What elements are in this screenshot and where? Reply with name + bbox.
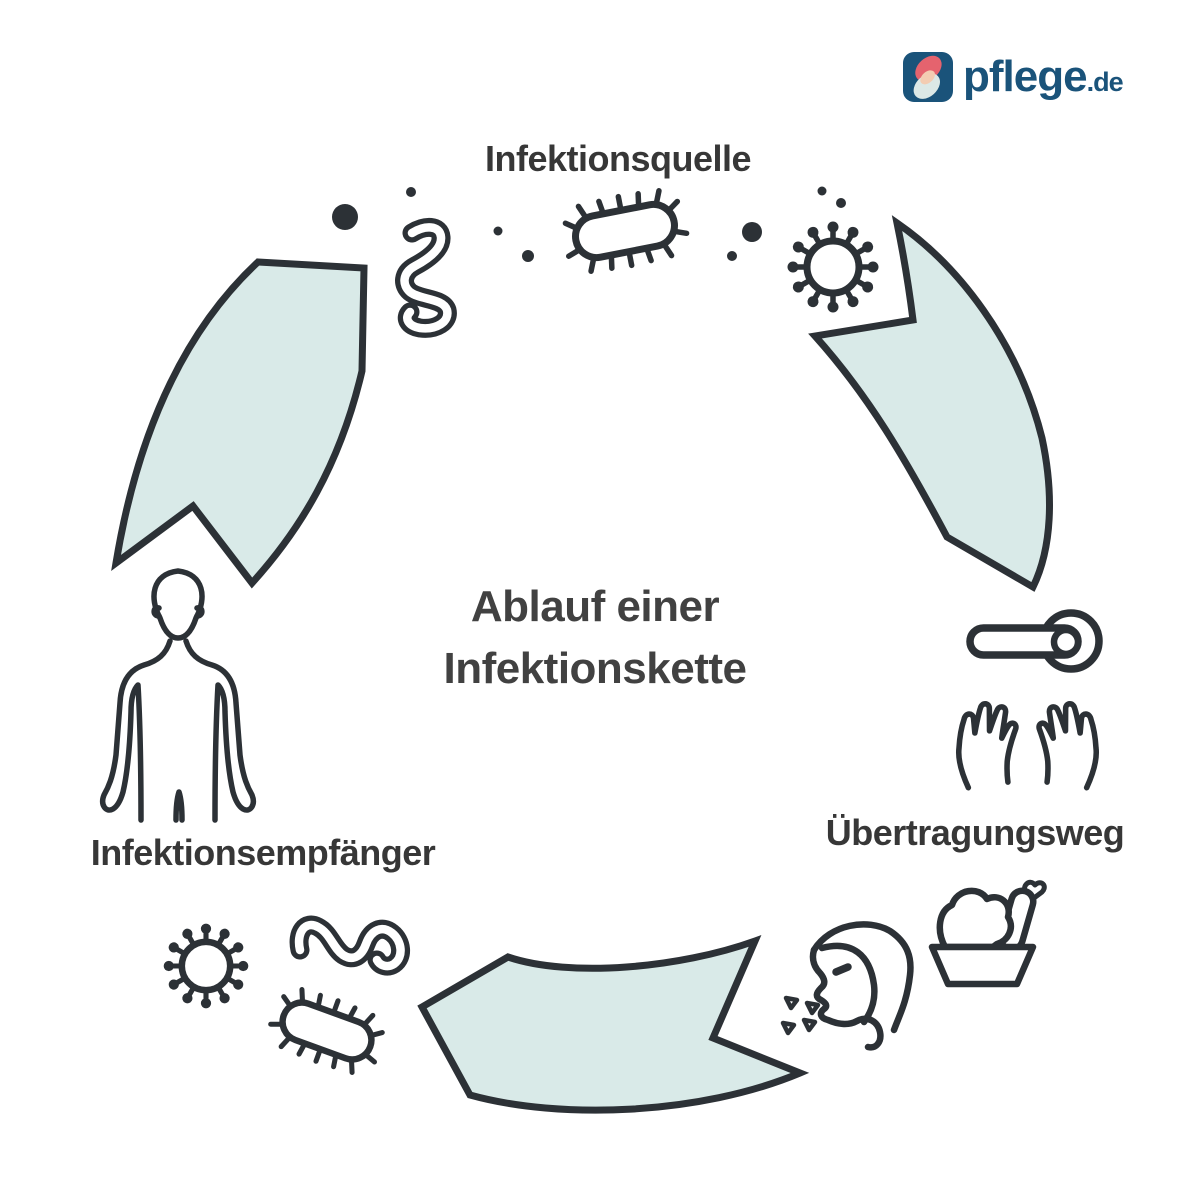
pflege-de-logo: pflege.de (903, 52, 1124, 102)
rod-bacterium-icon-2 (264, 982, 390, 1080)
label-infektionsquelle: Infektionsquelle (484, 138, 752, 179)
arrow-recipient-to-source (111, 258, 368, 589)
pflege-de-logo-icon (903, 52, 953, 102)
coughing-person-icon (780, 921, 914, 1051)
germ-dots (332, 186, 846, 262)
title-line-2: Infektionskette (443, 644, 747, 693)
droplets-icon (780, 995, 821, 1036)
carrot-leaf (1022, 879, 1047, 900)
diagram-title: Ablauf einer Infektionskette (350, 576, 840, 700)
rod-bacterium-icon (559, 185, 690, 277)
worm-microbe-icon (395, 218, 457, 338)
arrow-source-to-transmission (808, 215, 1053, 592)
hands-icon (952, 700, 1103, 788)
food-bowl-icon (928, 879, 1047, 988)
human-body-icon (99, 568, 257, 823)
pflege-de-logo-text: pflege.de (963, 52, 1124, 102)
logo-brand: pflege (963, 52, 1088, 101)
worm-microbe-icon-2 (289, 915, 410, 976)
coronavirus-icon-2 (164, 924, 249, 1009)
door-handle-icon (966, 609, 1103, 673)
label-infektionsempfaenger: Infektionsempfänger (90, 832, 436, 873)
label-uebertragungsweg: Übertragungsweg (825, 812, 1125, 853)
title-line-1: Ablauf einer (470, 582, 720, 631)
cauliflower (936, 887, 1015, 951)
logo-tld: .de (1086, 67, 1124, 97)
coronavirus-icon (788, 222, 879, 313)
bowl (928, 943, 1037, 988)
arrow-transmission-to-recipient (417, 934, 810, 1114)
